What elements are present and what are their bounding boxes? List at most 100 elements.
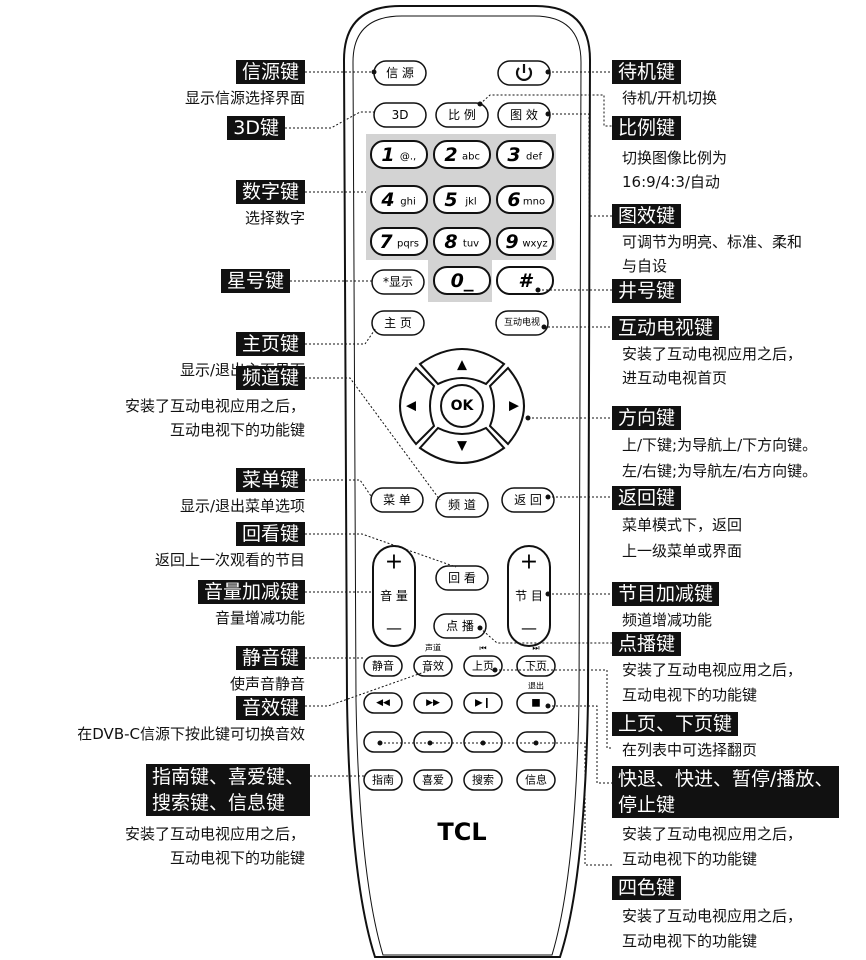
info-button[interactable]: 信息 (516, 769, 556, 791)
svg-text:jkl: jkl (464, 197, 476, 208)
number-0-button[interactable]: 0_ (433, 266, 491, 295)
label-replay: 回看键 (235, 522, 305, 546)
svg-text:—: — (521, 619, 537, 638)
page-down-button[interactable]: ⏭ 下页 (516, 644, 556, 677)
up-button[interactable] (418, 348, 506, 386)
hash-button[interactable]: # (496, 266, 554, 295)
guide-button[interactable]: 指南 (363, 769, 403, 791)
label-source: 信源键 (235, 60, 305, 84)
svg-text:下页: 下页 (525, 660, 547, 673)
home-button[interactable]: 主 页 (371, 310, 425, 336)
desc-digits: 选择数字 (244, 209, 305, 227)
source-button[interactable]: 信 源 (373, 60, 427, 86)
svg-text:*显示: *显示 (383, 275, 413, 289)
label-program: 节目加减键 (612, 582, 720, 606)
fast-forward-button[interactable]: ▶▶ (413, 692, 453, 714)
down-button[interactable] (418, 426, 506, 464)
star-display-button[interactable]: *显示 (371, 269, 425, 295)
svg-text:音 量: 音 量 (380, 588, 408, 603)
next-icon: ⏭ (532, 644, 539, 653)
svg-text:7: 7 (379, 231, 393, 253)
program-rocker[interactable]: + 节 目 — (507, 545, 551, 647)
leader-lines (285, 71, 612, 866)
svg-text:互动电视: 互动电视 (504, 316, 540, 328)
menu-button[interactable]: 菜 单 (370, 487, 424, 513)
svg-text:信息: 信息 (525, 773, 547, 787)
stop-button[interactable]: 退出■ (516, 681, 556, 714)
3d-button[interactable]: 3D (373, 102, 427, 128)
label-sound: 音效键 (235, 696, 305, 720)
left-button[interactable] (399, 366, 436, 446)
desc-replay: 返回上一次观看的节目 (154, 551, 305, 569)
svg-text:音效: 音效 (422, 659, 444, 673)
label-guide: 指南键、喜爱键、 搜索键、信息键 (145, 764, 310, 816)
label-volume: 音量加减键 (197, 580, 305, 604)
label-3d: 3D键 (227, 116, 285, 140)
back-button[interactable]: 返 回 (501, 487, 555, 513)
svg-text:tuv: tuv (463, 239, 479, 250)
color-key-1[interactable] (363, 731, 403, 753)
svg-text:搜索: 搜索 (472, 773, 494, 787)
ratio-button[interactable]: 比 例 (435, 102, 489, 128)
svg-text:0_: 0_ (451, 270, 474, 292)
number-1-button[interactable]: 1@., (370, 140, 428, 169)
svg-text:+: + (385, 550, 403, 575)
rewind-button[interactable]: ◀◀ (363, 692, 403, 714)
power-button[interactable] (497, 60, 551, 86)
desc-color: 安装了互动电视应用之后， 互动电视下的功能键 (622, 907, 803, 950)
right-arrow-icon: ▶ (509, 399, 519, 414)
right-button[interactable] (488, 366, 525, 446)
desc-guide: 安装了互动电视应用之后， 互动电视下的功能键 (124, 825, 305, 867)
itv-button[interactable]: 互动电视 (495, 310, 549, 336)
desc-menu: 显示/退出菜单选项 (179, 497, 305, 515)
fast-forward-icon: ▶▶ (426, 698, 440, 708)
label-home: 主页键 (235, 332, 305, 356)
svg-text:+: + (520, 550, 538, 575)
up-arrow-icon: ▲ (457, 358, 467, 373)
svg-text:3D: 3D (392, 108, 409, 122)
picture-button[interactable]: 图 效 (497, 102, 551, 128)
desc-channel: 安装了互动电视应用之后， 互动电视下的功能键 (124, 397, 305, 439)
desc-direction: 上/下键;为导航上/下方向键。 左/右键;为导航左/右方向键。 (622, 436, 818, 480)
desc-playback: 安装了互动电视应用之后， 互动电视下的功能键 (622, 825, 803, 868)
svg-text:点 播: 点 播 (446, 619, 474, 633)
desc-mute: 使声音静音 (229, 675, 305, 693)
previous-icon: ⏮ (479, 644, 486, 653)
label-menu: 菜单键 (235, 468, 305, 492)
color-key-2[interactable] (413, 731, 453, 753)
svg-text:回 看: 回 看 (448, 571, 476, 585)
mute-button[interactable]: 静音 (363, 655, 403, 677)
ok-button[interactable] (440, 384, 484, 428)
play-pause-button[interactable]: ▶❙ (463, 692, 503, 714)
search-button[interactable]: 搜索 (463, 769, 503, 791)
label-picture: 图效键 (612, 204, 682, 228)
label-mute: 静音键 (235, 646, 305, 670)
label-ratio: 比例键 (612, 116, 682, 140)
svg-text:2: 2 (444, 144, 457, 166)
favorite-button[interactable]: 喜爱 (413, 769, 453, 791)
svg-text:喜爱: 喜爱 (422, 774, 444, 787)
volume-rocker[interactable]: + 音 量 — (372, 545, 416, 647)
svg-text:静音: 静音 (372, 659, 394, 673)
page-up-button[interactable]: ⏮上页 (463, 644, 503, 677)
desc-program: 频道增减功能 (622, 611, 713, 629)
desc-back: 菜单模式下，返回 上一级菜单或界面 (622, 516, 743, 560)
vod-button[interactable]: 点 播 (433, 613, 487, 639)
label-channel: 频道键 (235, 366, 305, 390)
label-digits: 数字键 (235, 180, 305, 204)
label-itv: 互动电视键 (612, 316, 720, 340)
channel-button[interactable]: 频 道 (435, 492, 489, 518)
svg-text:信 源: 信 源 (386, 66, 414, 80)
svg-text:1: 1 (381, 144, 394, 166)
replay-button[interactable]: 回 看 (435, 565, 489, 591)
